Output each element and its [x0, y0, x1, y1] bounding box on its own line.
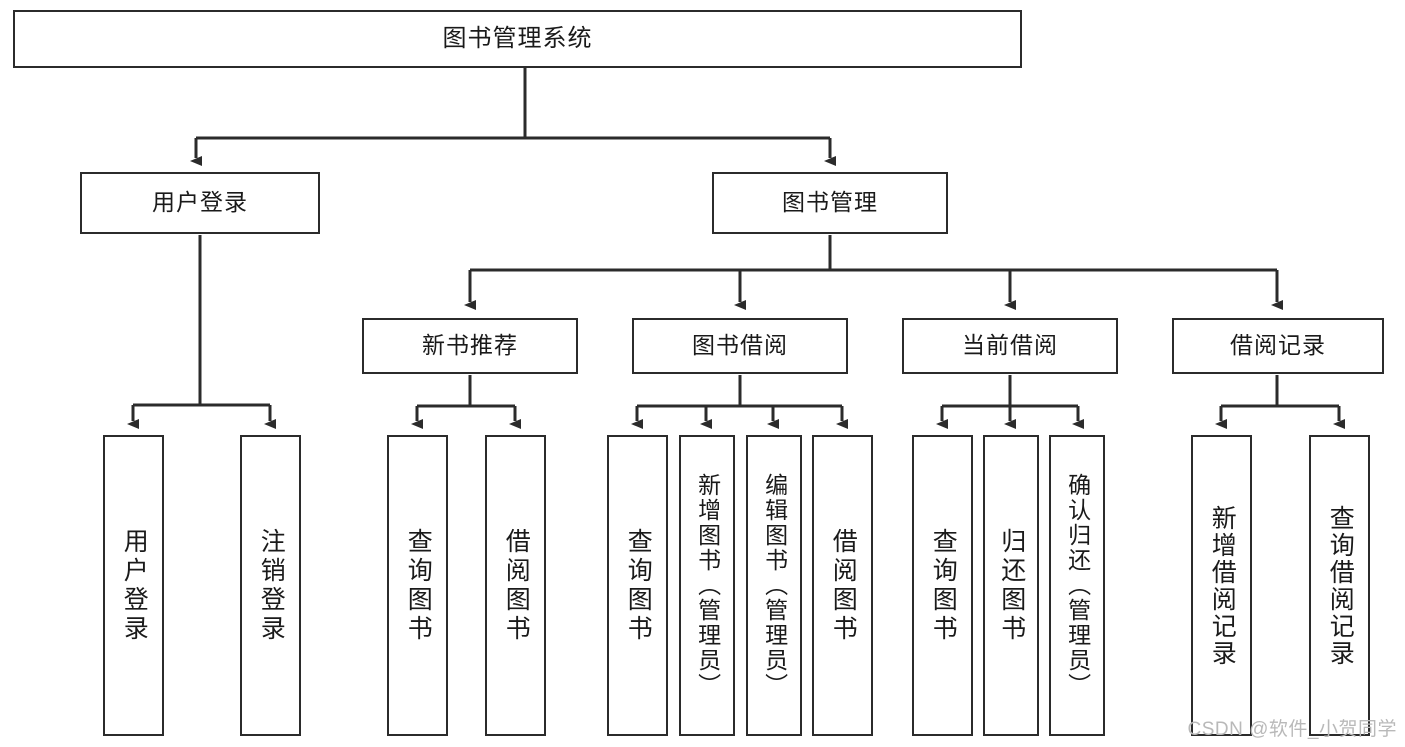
node-label: 确认归还（管理员）: [1064, 473, 1091, 698]
node-label: 用户登录: [120, 527, 149, 644]
leaf-borrow-record-query[interactable]: 查询借阅记录: [1309, 435, 1370, 736]
node-label: 查询借阅记录: [1326, 504, 1355, 667]
node-label: 图书借阅: [692, 332, 788, 359]
leaf-current-borrow-query[interactable]: 查询图书: [912, 435, 973, 736]
node-label: 新书推荐: [422, 332, 518, 359]
node-label: 新增借阅记录: [1208, 504, 1237, 667]
node-label: 归还图书: [997, 527, 1026, 644]
node-label: 图书管理: [782, 189, 878, 216]
leaf-new-book-query[interactable]: 查询图书: [387, 435, 448, 736]
node-label: 当前借阅: [962, 332, 1058, 359]
leaf-user-login-logout[interactable]: 注销登录: [240, 435, 301, 736]
node-label: 查询图书: [624, 527, 653, 644]
leaf-current-borrow-return[interactable]: 归还图书: [983, 435, 1039, 736]
node-label: 用户登录: [152, 189, 248, 216]
node-current-borrow[interactable]: 当前借阅: [902, 318, 1118, 374]
node-label: 查询图书: [929, 527, 958, 644]
leaf-book-borrow-add[interactable]: 新增图书（管理员）: [679, 435, 735, 736]
node-label: 图书管理系统: [442, 24, 593, 52]
node-label: 借阅图书: [829, 527, 858, 644]
leaf-book-borrow-borrow[interactable]: 借阅图书: [812, 435, 873, 736]
node-book-management[interactable]: 图书管理: [712, 172, 948, 234]
leaf-book-borrow-edit[interactable]: 编辑图书（管理员）: [746, 435, 802, 736]
leaf-borrow-record-add[interactable]: 新增借阅记录: [1191, 435, 1252, 736]
leaf-new-book-borrow[interactable]: 借阅图书: [485, 435, 546, 736]
node-root-system[interactable]: 图书管理系统: [13, 10, 1022, 68]
node-borrow-record[interactable]: 借阅记录: [1172, 318, 1384, 374]
node-label: 编辑图书（管理员）: [761, 473, 788, 698]
leaf-book-borrow-query[interactable]: 查询图书: [607, 435, 668, 736]
node-user-login[interactable]: 用户登录: [80, 172, 320, 234]
node-book-borrow[interactable]: 图书借阅: [632, 318, 848, 374]
leaf-user-login-login[interactable]: 用户登录: [103, 435, 164, 736]
node-label: 借阅记录: [1230, 332, 1326, 359]
node-label: 借阅图书: [502, 527, 531, 644]
node-label: 查询图书: [404, 527, 433, 644]
node-label: 新增图书（管理员）: [694, 473, 721, 698]
node-label: 注销登录: [257, 527, 286, 644]
csdn-watermark: CSDN @软件_小贺同学: [1187, 719, 1397, 740]
leaf-current-borrow-confirm[interactable]: 确认归还（管理员）: [1049, 435, 1105, 736]
node-new-book-recommend[interactable]: 新书推荐: [362, 318, 578, 374]
